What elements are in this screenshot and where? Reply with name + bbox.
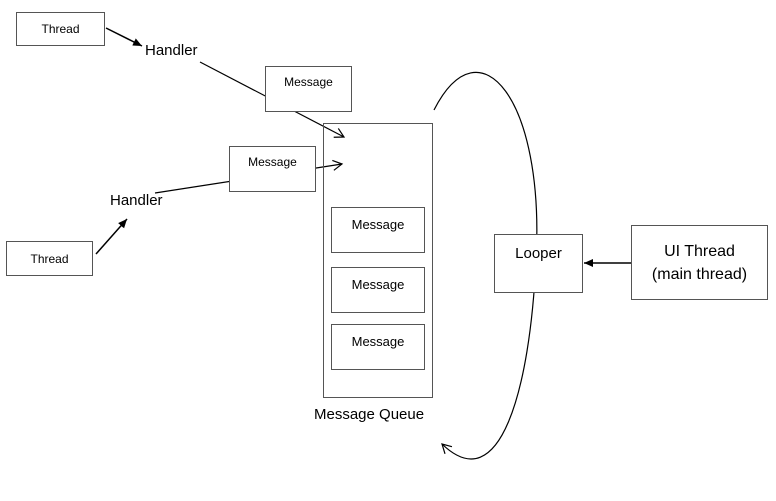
queue-message-label-1: Message bbox=[351, 217, 405, 232]
looper-box: Looper bbox=[494, 234, 583, 293]
message-label-incoming-mid: Message bbox=[248, 155, 297, 169]
queue-message-label-2: Message bbox=[351, 277, 405, 292]
thread-label-bottom: Thread bbox=[30, 251, 69, 266]
message-box-incoming-top: Message bbox=[265, 66, 352, 112]
thread-label-top: Thread bbox=[41, 22, 80, 36]
thread-box-bottom: Thread bbox=[6, 241, 93, 276]
message-queue-container bbox=[323, 123, 433, 398]
queue-message-1: Message bbox=[331, 207, 425, 253]
looper-label: Looper bbox=[515, 245, 562, 262]
message-label-incoming-top: Message bbox=[284, 75, 333, 89]
queue-message-2: Message bbox=[331, 267, 425, 313]
message-box-incoming-mid: Message bbox=[229, 146, 316, 192]
ui-thread-box: UI Thread (main thread) bbox=[631, 225, 768, 300]
ui-thread-sublabel: (main thread) bbox=[651, 265, 748, 283]
ui-thread-label: UI Thread bbox=[664, 242, 735, 260]
handler-label-bottom: Handler bbox=[110, 192, 163, 209]
thread-box-top: Thread bbox=[16, 12, 105, 46]
handler-label-top: Handler bbox=[145, 42, 198, 59]
message-queue-label: Message Queue bbox=[314, 406, 425, 423]
queue-message-label-3: Message bbox=[351, 334, 405, 349]
arrow-thread-to-handler-bottom bbox=[95, 218, 128, 255]
arrow-thread-to-handler-top bbox=[105, 27, 143, 47]
queue-message-3: Message bbox=[331, 324, 425, 370]
